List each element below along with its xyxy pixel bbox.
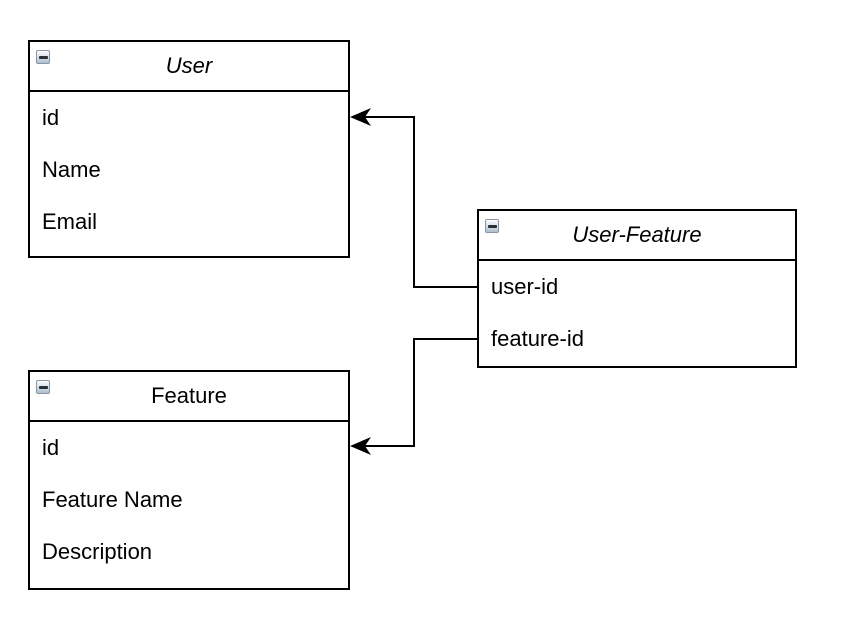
connector-userid-to-user[interactable] [365,116,477,288]
field-row[interactable]: Feature Name [42,487,183,512]
connector-userid-to-user-arrowhead-icon [350,108,371,126]
entity-header-user[interactable]: User [30,42,348,92]
entity-title: Feature [151,383,227,408]
entity-header-user-feature[interactable]: User-Feature [479,211,795,261]
connector-featureid-to-feature[interactable] [365,338,477,447]
entity-fields: user-id feature-id [479,261,795,365]
entity-title: User [165,53,213,78]
field-row[interactable]: id [42,105,60,130]
entity-box-user[interactable]: User id Name Email [28,40,350,258]
field-row[interactable]: id [42,435,60,460]
field-row[interactable]: Description [42,539,153,564]
entity-box-feature[interactable]: Feature id Feature Name Description [28,370,350,590]
minus-icon [38,55,48,59]
field-row[interactable]: Name [42,157,101,182]
entity-fields: id Name Email [30,92,348,248]
entity-box-user-feature[interactable]: User-Feature user-id feature-id [477,209,797,368]
minus-icon [38,385,48,389]
entity-title: User-Feature [572,222,702,247]
field-row[interactable]: user-id [491,274,559,299]
collapse-icon[interactable] [36,380,50,394]
field-row[interactable]: Email [42,209,98,234]
minus-icon [487,224,497,228]
connector-featureid-to-feature-arrowhead-icon [350,437,371,455]
entity-header-feature[interactable]: Feature [30,372,348,422]
field-row[interactable]: feature-id [491,326,584,351]
collapse-icon[interactable] [485,219,499,233]
entity-fields: id Feature Name Description [30,422,348,578]
collapse-icon[interactable] [36,50,50,64]
